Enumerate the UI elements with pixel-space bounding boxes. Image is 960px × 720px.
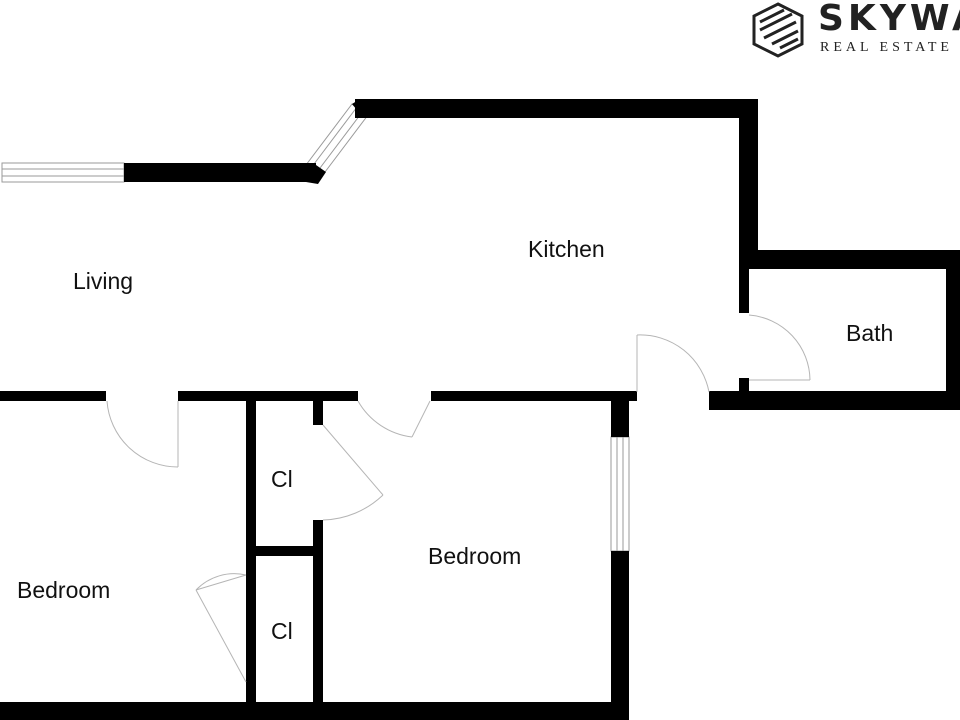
walls bbox=[0, 99, 960, 720]
wall-bath-north bbox=[739, 250, 960, 269]
room-label-bath: Bath bbox=[846, 320, 894, 346]
windows bbox=[1, 103, 630, 552]
brand-name: SKYWA bbox=[818, 0, 960, 39]
wall-bath-east bbox=[946, 250, 960, 410]
wall-bath-west-upper bbox=[739, 269, 749, 313]
brand-tagline: REAL ESTATE bbox=[820, 40, 953, 55]
wall-closet-west-bottom bbox=[246, 682, 256, 702]
cube-logo-icon bbox=[752, 2, 804, 58]
wall-living-south-1 bbox=[0, 391, 106, 401]
door-entry bbox=[636, 334, 710, 393]
wall-north-living bbox=[124, 163, 316, 182]
brand-logo: SKYWA REAL ESTATE bbox=[748, 0, 960, 60]
wall-bath-south bbox=[709, 391, 960, 410]
wall-closet-divider bbox=[246, 546, 323, 556]
wall-corner-diagonal bbox=[306, 165, 326, 184]
window-living bbox=[1, 162, 125, 183]
door-bath bbox=[748, 314, 811, 381]
room-label-bedroom-left: Bedroom bbox=[17, 577, 111, 603]
room-label-living: Living bbox=[73, 268, 134, 294]
wall-living-south-3 bbox=[431, 391, 637, 401]
room-label-kitchen: Kitchen bbox=[528, 236, 605, 262]
doors bbox=[106, 314, 811, 683]
wall-east-kitchen bbox=[739, 99, 758, 269]
door-bedroom-left bbox=[106, 400, 179, 468]
wall-closet-east-upper bbox=[313, 391, 323, 425]
door-closet-lower bbox=[195, 573, 247, 683]
room-label-bedroom-center: Bedroom bbox=[428, 543, 522, 569]
room-label-closet-upper: Cl bbox=[271, 466, 293, 492]
door-bedroom-center bbox=[357, 400, 431, 438]
wall-bedroom-east-upper bbox=[611, 391, 629, 437]
wall-closet-west bbox=[246, 391, 256, 693]
wall-living-south-2 bbox=[178, 391, 358, 401]
wall-bath-west-lower bbox=[739, 378, 749, 392]
door-closet-upper bbox=[322, 424, 384, 521]
wall-bedroom-east-lower bbox=[611, 551, 629, 720]
wall-closet-east-lower bbox=[313, 520, 323, 720]
wall-north-kitchen bbox=[355, 99, 758, 118]
window-bedroom bbox=[610, 436, 630, 552]
wall-south bbox=[0, 702, 629, 720]
room-label-closet-lower: Cl bbox=[271, 618, 293, 644]
